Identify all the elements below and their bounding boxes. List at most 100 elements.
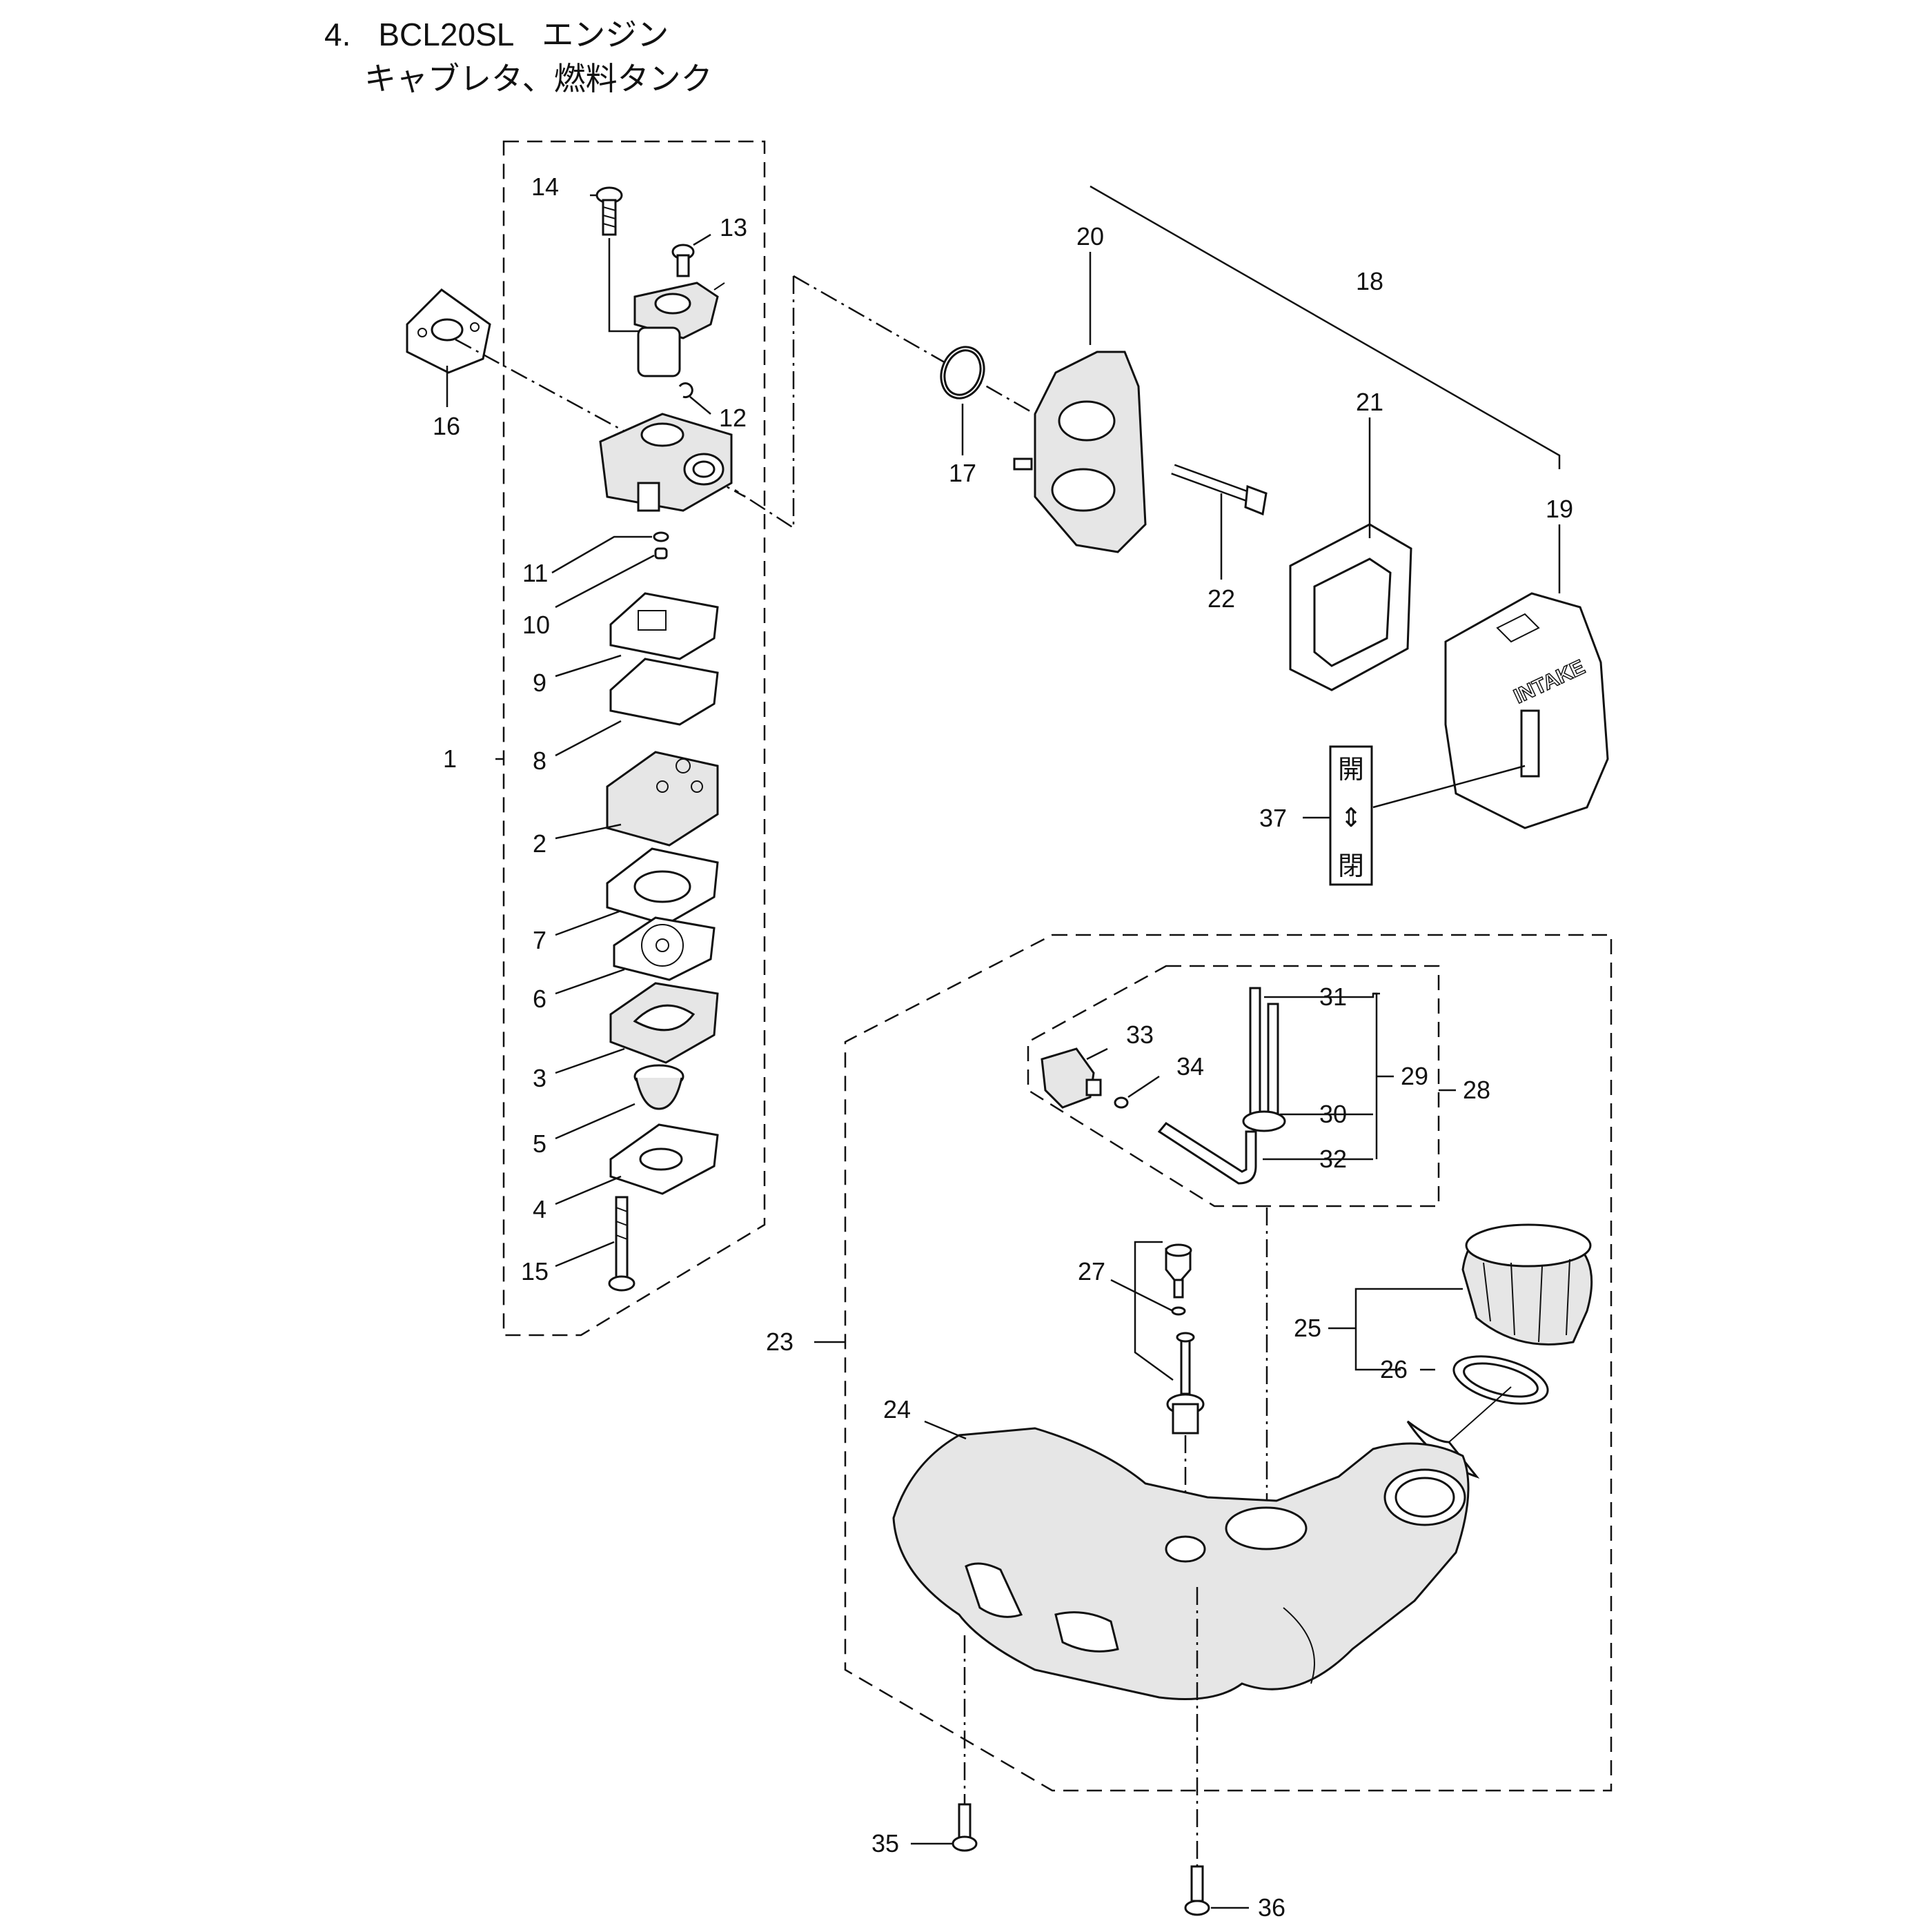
callout-33: 33 [1126,1021,1154,1049]
part-12-clip [678,382,693,399]
part-24-fuel-tank [892,1427,1470,1700]
part-6-diaphragm [613,916,716,981]
part-10-valve [654,547,668,560]
leader-15 [555,1241,615,1268]
callout-6: 6 [533,985,546,1013]
callout-3: 3 [533,1064,546,1092]
part-21-air-filter [1289,523,1412,691]
label37-close: 閉 [1338,851,1364,881]
callout-22: 22 [1208,584,1235,613]
part-35-screw [952,1803,978,1852]
callout-9: 9 [533,669,546,697]
callout-28: 28 [1463,1076,1490,1104]
leader-4 [555,1175,622,1205]
callout-4: 4 [533,1195,546,1223]
part-3-pump-cover [609,982,719,1064]
callout-27: 27 [1078,1257,1105,1285]
part-20-air-cleaner-base [1013,351,1147,553]
bracket-29 [1373,992,1378,1159]
callout-24: 24 [883,1395,911,1423]
title-subtitle: キャブレタ、燃料タンク [364,61,713,97]
callout-14: 14 [531,172,559,201]
label37-arrow: ⇕ [1340,802,1362,833]
part-13-screw [671,244,695,277]
part-25-fuel-cap [1461,1223,1593,1346]
callout-12: 12 [719,404,747,432]
callout-1: 1 [443,745,457,773]
leader-11 [551,535,652,574]
part-37-label: 開 ⇕ 閉 [1329,745,1373,886]
leader-19-20-bracket [1090,185,1561,469]
callout-36: 36 [1258,1893,1285,1922]
part-9-gasket [609,592,719,660]
part-27-breather [1165,1243,1205,1435]
leader-3 [555,1047,625,1074]
leader-13 [693,233,711,246]
part-29-fuel-pipe-assy [1157,987,1286,1185]
leader-24 [924,1420,967,1440]
callout-13: 13 [720,213,747,241]
part-11-o-ring [653,531,669,542]
callout-8: 8 [533,747,546,775]
callout-30: 30 [1319,1100,1347,1128]
label37-open: 開 [1338,754,1364,785]
part-7-gasket [606,847,719,926]
callout-29: 29 [1401,1062,1428,1090]
leader-10 [555,554,655,609]
callout-16: 16 [433,412,460,440]
title-section: エンジン [542,17,669,52]
callout-26: 26 [1380,1355,1408,1383]
part-throttle-body [633,282,725,377]
callout-23: 23 [766,1328,793,1356]
callout-10: 10 [522,611,550,639]
leader-37b [1372,765,1526,809]
callout-25: 25 [1294,1314,1321,1342]
leader-34 [1127,1075,1160,1098]
fuel-line-group-box [1027,965,1440,1208]
part-15-screw [608,1196,635,1292]
part-8-diaphragm [609,658,719,726]
part-5-primer-bulb [633,1064,684,1110]
axis-carb-bracket [734,276,795,530]
leader-7 [555,909,622,936]
leader-9 [555,654,622,678]
part-26-cap-gasket [1452,1355,1549,1405]
callout-17: 17 [949,459,976,487]
axis-16 [455,338,746,498]
leader-12 [689,396,711,415]
part-22-bolt [1171,464,1268,516]
callout-37: 37 [1259,804,1287,832]
leader-2 [555,823,622,840]
part-33-fuel-filter [1041,1047,1102,1109]
callout-18: 18 [1356,267,1383,295]
callout-31: 31 [1319,983,1347,1011]
callout-15: 15 [521,1257,549,1285]
callout-11: 11 [522,559,548,587]
leader-33 [1086,1047,1108,1061]
callout-5: 5 [533,1130,546,1158]
part-36-screw [1184,1865,1210,1916]
title-model: BCL20SL [378,17,515,52]
part-2-pump-body [606,751,719,847]
callout-7: 7 [533,926,546,954]
callout-35: 35 [871,1829,899,1857]
callout-19: 19 [1546,495,1573,523]
bracket-27 [1134,1241,1174,1381]
leader-6 [555,968,625,995]
leader-27 [1110,1279,1174,1312]
part-34-o-ring [1114,1096,1129,1109]
part-4-primer-cover [609,1123,719,1195]
callout-34: 34 [1176,1052,1204,1081]
callout-20: 20 [1076,222,1104,250]
carburetor-group-box [502,140,766,1337]
axis-bracket [793,275,1036,415]
leader-5 [555,1103,635,1140]
callout-2: 2 [533,829,546,858]
leader-8 [555,720,622,757]
fuel-tank-group-box [844,934,1613,1792]
bracket-25 [1354,1288,1463,1371]
part-14-screw [595,186,623,236]
part-19-air-cleaner-cover: INTAKE [1444,592,1609,829]
